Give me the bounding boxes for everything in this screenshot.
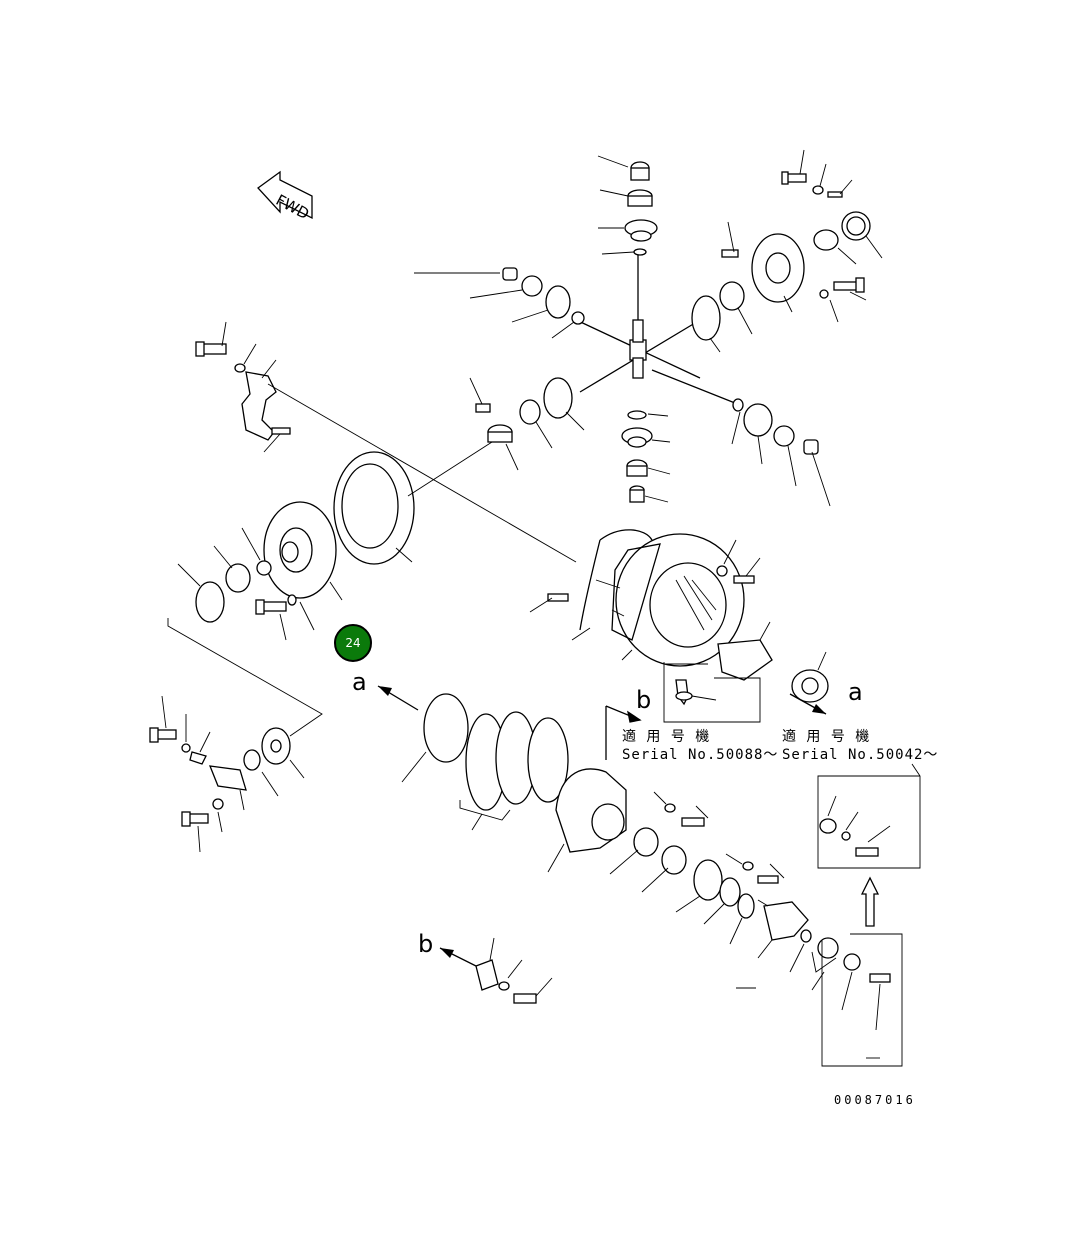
serial-number-1: Serial No.50088～ [622,747,778,763]
lower-gear-stack [621,410,671,503]
ref-mark-b: b [636,686,651,714]
top-right-bolts [781,149,867,323]
yoke-assembly [675,853,891,1031]
diff-case-half [177,501,343,641]
bearing-cap [195,321,577,563]
diff-carrier [529,529,745,667]
upper-gear-stack [597,155,658,256]
numbered-callout-icon[interactable]: 24 [334,624,372,662]
ref-arrow-a-left: a [352,668,419,711]
ref-mark-a-left: a [352,668,367,696]
serial-number-2: Serial No.50042～ [782,747,938,763]
right-lower-gears [731,398,831,507]
callout-number: 24 [345,636,361,650]
spider-cross [571,255,741,406]
drawing-code: 00087016 [834,1093,916,1107]
left-side-gears [414,267,585,339]
fwd-label: FWD [273,191,312,223]
lower-left-gears [469,377,585,471]
serial-heading-1: 適 用 号 機 [622,728,710,745]
serial-box-2 [817,763,921,1067]
right-side-gears [691,211,883,353]
serial-box-b: b [605,662,761,760]
ref-mark-b-lower: b [418,930,433,958]
ref-mark-a-right: a [848,678,863,706]
plate-b: b [418,930,553,1004]
lower-left-bolts [149,695,305,853]
ref-arrow-a-right: a [789,678,863,715]
fwd-arrow-icon: FWD [257,170,313,223]
pinion-shaft [716,539,829,703]
ring-gear [333,441,493,565]
serial-heading-2: 適 用 号 機 [782,728,870,745]
lower-housing-assembly [401,693,709,893]
